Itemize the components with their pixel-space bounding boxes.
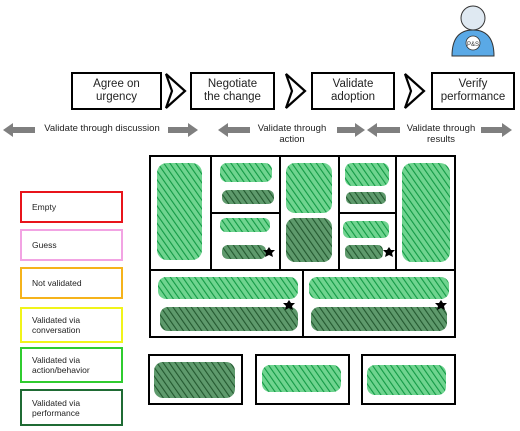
legend-validated-action-behavior: Validated via action/behavior	[20, 347, 123, 383]
legend-empty: Empty	[20, 191, 123, 223]
step-verify-performance: Verify performance	[431, 72, 515, 110]
canvas-board	[149, 155, 456, 338]
canvas-hatch-fills	[157, 163, 450, 331]
legend-validated-conversation: Validated via conversation	[20, 307, 123, 343]
step-validate-adoption: Validate adoption	[311, 72, 395, 110]
svg-text:P&S: P&S	[467, 42, 479, 48]
legend-guess: Guess	[20, 229, 123, 261]
legend-validated-performance: Validated via performance	[20, 389, 123, 426]
bottom-boxes	[148, 354, 456, 405]
arrow-icon	[3, 123, 512, 137]
validation-label-discussion: Validate through discussion	[44, 123, 160, 134]
legend-not-validated: Not validated	[20, 267, 123, 299]
validation-label-action: Validate through action	[257, 123, 327, 145]
validation-label-results: Validate through results	[406, 123, 476, 145]
step-agree-on-urgency: Agree on urgency	[71, 72, 162, 110]
star-marker-icon	[263, 247, 447, 310]
step-negotiate-the-change: Negotiate the change	[190, 72, 275, 110]
person-avatar-icon: P&S	[451, 5, 495, 57]
chevron-icon	[164, 73, 426, 109]
